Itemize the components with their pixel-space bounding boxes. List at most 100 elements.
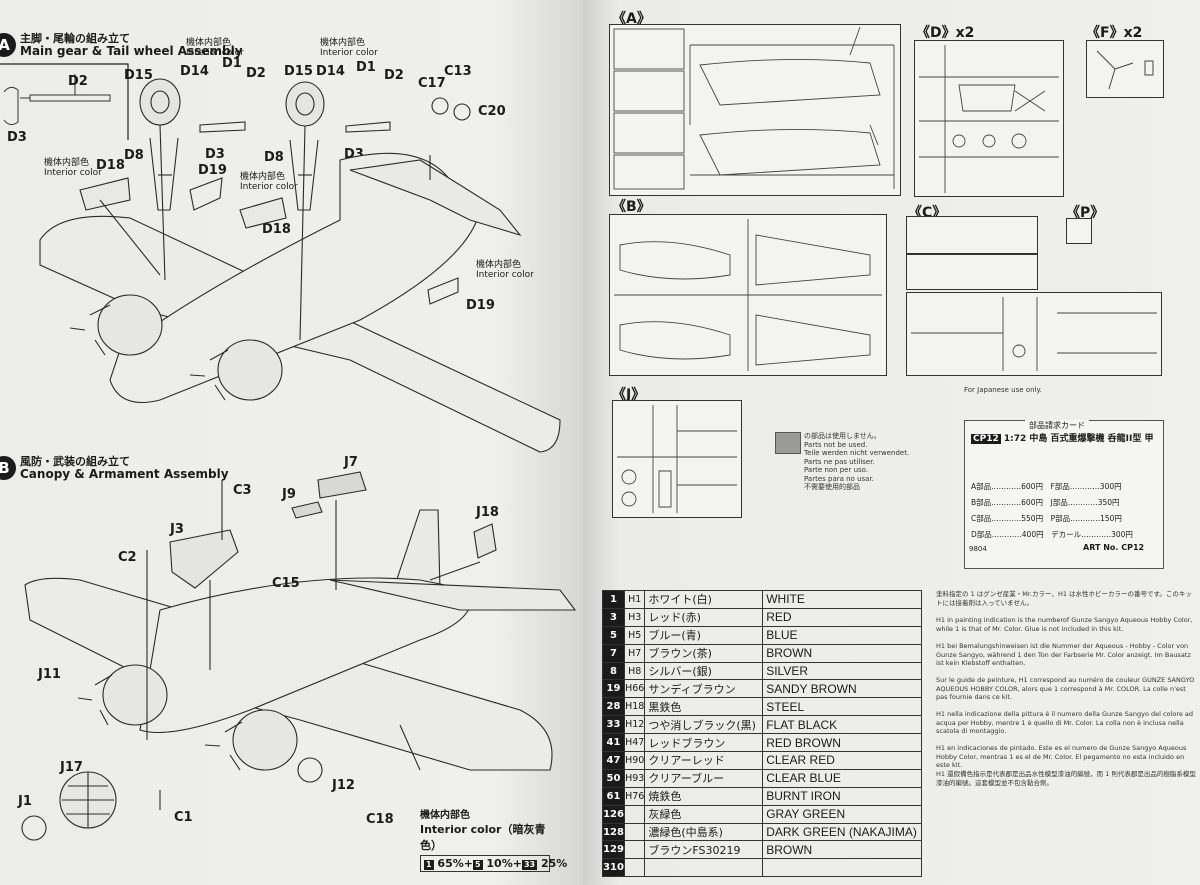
part-label: J3 xyxy=(170,522,184,537)
sprue-p-panel xyxy=(1066,218,1092,244)
paint-cell-en: DARK GREEN (NAKAJIMA) xyxy=(762,822,922,842)
step-a-title-jp: 主脚・尾輪の組み立て xyxy=(20,32,130,45)
paint-note-fr: Sur le guide de peinture, H1 correspond … xyxy=(936,676,1195,701)
paint-cell-h: H5 xyxy=(624,625,646,645)
part-label: J1 xyxy=(18,794,32,809)
part-label: D8 xyxy=(264,150,284,165)
paint-cell-en: BLUE xyxy=(762,625,922,645)
paint-cell-num: 5 xyxy=(601,625,626,645)
paint-cell-jp: レッド(赤) xyxy=(644,607,764,627)
sprue-b-label: 《B》 xyxy=(612,199,651,215)
paint-note-jp: 塗料指定の 1 はグンゼ産業・Mr.カラー、H1 は水性ホビーカラーの番号です。… xyxy=(936,590,1192,607)
sprue-p-label: 《P》 xyxy=(1066,205,1105,221)
part-label: D8 xyxy=(124,148,144,163)
order-card-code: 9804 xyxy=(969,545,987,553)
paint-cell-num: 310 xyxy=(601,858,626,878)
part-label: C3 xyxy=(233,483,252,498)
part-label: D3 xyxy=(7,130,27,145)
paint-cell-en: STEEL xyxy=(762,697,922,717)
part-label: D18 xyxy=(262,222,291,237)
paint-cell-en: CLEAR BLUE xyxy=(762,768,922,788)
part-label: D1 xyxy=(356,60,376,75)
paint-cell-en: SILVER xyxy=(762,661,922,681)
paint-cell-jp: クリアーブルー xyxy=(644,768,764,788)
step-b-title-jp: 風防・武装の組み立て xyxy=(20,455,130,468)
step-a-title-en: Main gear & Tail wheel Assembly xyxy=(20,44,243,58)
paint-cell-en: RED BROWN xyxy=(762,733,922,753)
paint-cell-jp xyxy=(644,858,764,878)
paint-cell-h: H47 xyxy=(624,733,646,753)
paint-cell-en xyxy=(762,858,922,878)
part-label: J18 xyxy=(476,505,499,520)
paint-cell-jp: 焼鉄色 xyxy=(644,786,764,806)
step-a-badge: A xyxy=(0,33,16,57)
paint-note-es: H1 en indicaciones de pintado. Este es e… xyxy=(936,744,1187,769)
paint-cell-num: 129 xyxy=(601,840,626,860)
part-label: J9 xyxy=(282,487,296,502)
sprue-d-panel xyxy=(914,40,1064,197)
paint-cell-num: 8 xyxy=(601,661,626,681)
paint-row: 310 xyxy=(601,858,922,878)
paint-cell-num: 128 xyxy=(601,822,626,842)
canopy-armament-drawing xyxy=(21,471,577,841)
paint-cell-num: 1 xyxy=(601,590,626,609)
part-label: D15 xyxy=(124,68,153,83)
sprue-c-panel-mid xyxy=(906,254,1038,290)
paint-cell-en: SANDY BROWN xyxy=(762,679,922,699)
paint-cell-h xyxy=(624,822,646,842)
sprue-f-label: 《F》x2 xyxy=(1086,25,1143,41)
step-b-badge: B xyxy=(0,456,16,480)
tail-wheel-inset xyxy=(0,63,129,140)
part-label: D2 xyxy=(246,66,266,81)
order-row: A部品…………600円 F部品…………300円 xyxy=(971,482,1122,491)
sprue-a-label: 《A》 xyxy=(612,11,651,27)
paint-cell-jp: レッドブラウン xyxy=(644,733,764,753)
interior-mix-label: Interior color（暗灰青色） xyxy=(420,823,546,852)
part-label: D1 xyxy=(222,56,242,71)
paint-cell-jp: ブラウン(茶) xyxy=(644,643,764,663)
order-card-title: 部品請求カード xyxy=(1025,420,1089,431)
part-label: D19 xyxy=(198,163,227,178)
sprue-d-label: 《D》x2 xyxy=(916,25,975,41)
interior-mix-label-jp: 機体内部色 xyxy=(420,810,470,821)
paint-cell-en: BROWN xyxy=(762,643,922,663)
paint-cell-h: H66 xyxy=(624,679,646,699)
paint-cell-jp: ブラウンFS30219 xyxy=(644,840,764,860)
paint-cell-num: 19 xyxy=(601,679,626,699)
order-row: C部品…………550円 P部品…………150円 xyxy=(971,514,1122,523)
paint-cell-en: RED xyxy=(762,607,922,627)
not-used-legend: の部品は使用しません。 Parts not be used. Teile wer… xyxy=(804,432,910,491)
part-label: D15 xyxy=(284,64,313,79)
paint-cell-jp: 黒鉄色 xyxy=(644,697,764,717)
paint-cell-jp: クリアーレッド xyxy=(644,751,764,770)
paint-note-de: H1 bei Bemalungshinweisen ist die Nummer… xyxy=(936,642,1191,667)
order-row: B部品…………600円 J部品…………350円 xyxy=(971,498,1120,507)
paint-cell-jp: 灰緑色 xyxy=(644,804,764,824)
paint-cell-jp: シルバー(銀) xyxy=(644,661,764,681)
part-label: C15 xyxy=(272,576,300,591)
japan-only-note: For Japanese use only. xyxy=(964,386,1042,394)
paint-cell-en: GRAY GREEN xyxy=(762,804,922,824)
paint-cell-num: 126 xyxy=(601,804,626,824)
sprue-c-panel-bottom xyxy=(906,292,1162,376)
paint-cell-num: 50 xyxy=(601,768,626,788)
step-b-title-en: Canopy & Armament Assembly xyxy=(20,467,229,481)
interior-mix-formula: 1 65%+5 10%+33 25% xyxy=(420,855,567,872)
paint-cell-num: 33 xyxy=(601,715,626,735)
paint-cell-h xyxy=(624,804,646,824)
paint-cell-en: BURNT IRON xyxy=(762,786,922,806)
main-gear-assembly-drawing xyxy=(39,78,561,453)
part-label: D3 xyxy=(205,147,225,162)
paint-cell-num: 41 xyxy=(601,733,626,753)
paint-cell-h xyxy=(624,840,646,860)
